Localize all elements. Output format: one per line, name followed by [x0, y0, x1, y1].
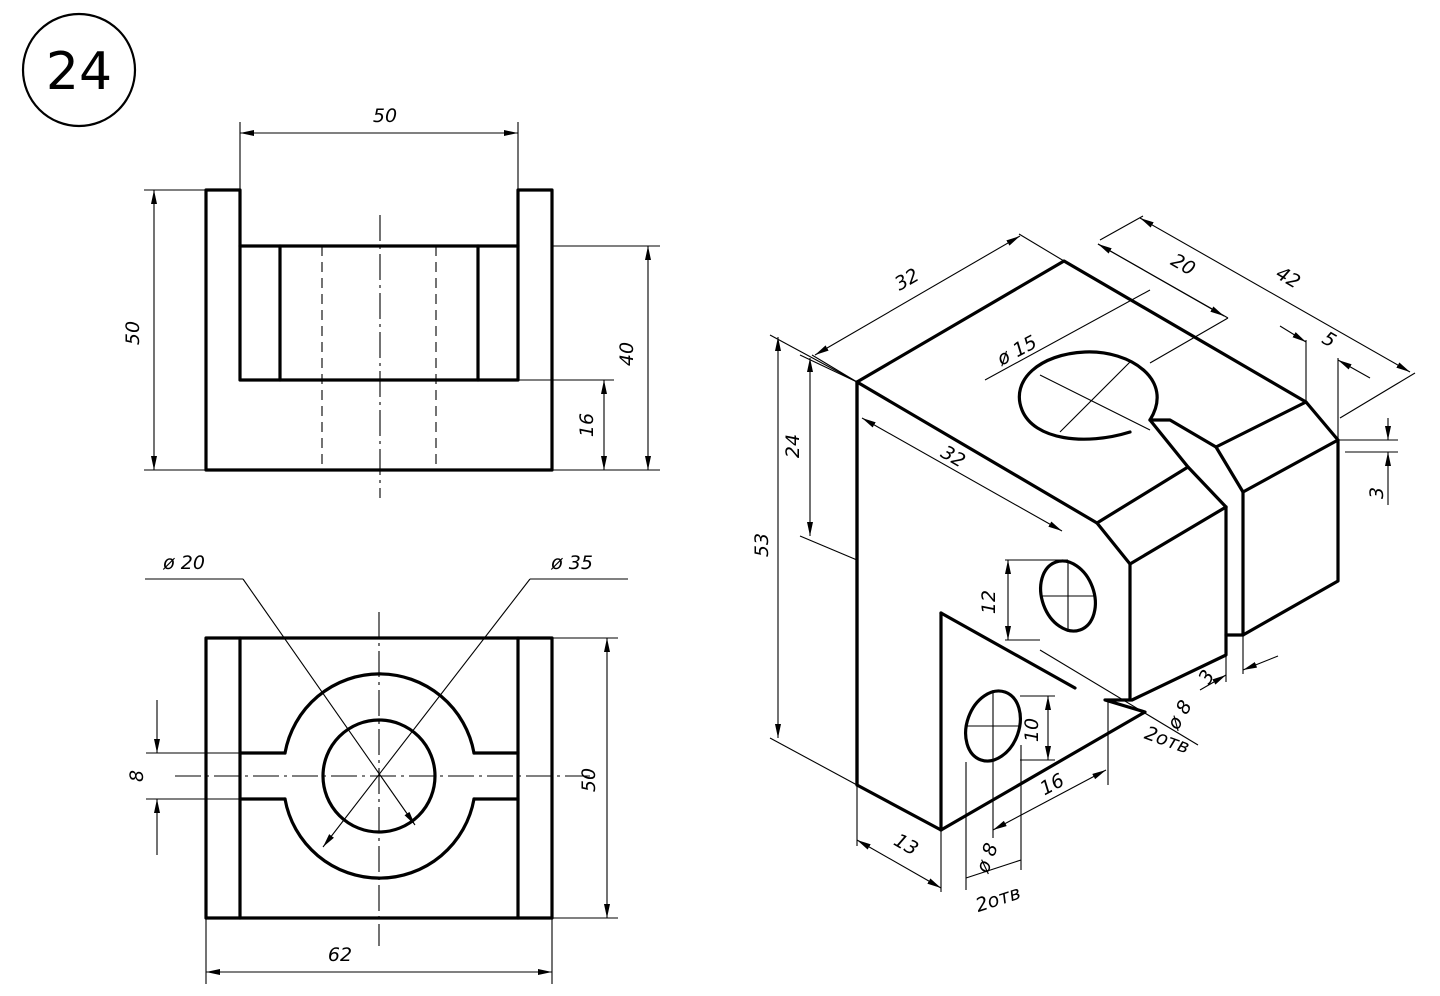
dim-iso-base-width: 13 [890, 829, 922, 860]
dim-iso-total-length: 42 [1272, 262, 1304, 293]
dim-iso-hole-spacing: 12 [978, 590, 1000, 614]
dim-iso-slot-gap: 3 [1194, 666, 1219, 687]
dim-top-depth: 50 [578, 768, 600, 792]
dim-iso-total-height: 53 [751, 533, 773, 557]
dim-iso-base-hole-count: 2отв [973, 882, 1024, 917]
dim-iso-chamfer-height: 3 [1366, 487, 1388, 499]
dim-top-groove: 8 [126, 770, 148, 782]
sheet-number: 24 [46, 42, 112, 102]
dim-iso-top-hole: ø 15 [993, 331, 1041, 371]
dim-front-width: 50 [373, 105, 397, 127]
dim-top-length: 62 [328, 944, 352, 966]
front-view: 50 50 40 16 [122, 105, 660, 498]
iso-view: 32 20 42 5 3 ø 15 24 32 [751, 215, 1416, 917]
dim-front-slot-height: 40 [616, 342, 638, 366]
dim-top-inner-dia: ø 20 [162, 552, 205, 574]
dim-iso-base-hole: ø 8 [972, 840, 1003, 876]
dim-iso-block-height: 24 [782, 434, 804, 458]
dim-iso-hole-spacing-low: 10 [1021, 718, 1043, 742]
dim-top-outer-dia: ø 35 [550, 552, 593, 574]
dim-front-base-height: 16 [576, 413, 598, 437]
dim-iso-chamfer: 5 [1318, 327, 1339, 352]
top-view: ø 20 ø 35 8 50 62 [126, 552, 628, 984]
dim-front-height: 50 [122, 321, 144, 345]
dim-iso-hole-offset: 20 [1167, 249, 1199, 280]
dim-iso-top-depth: 32 [891, 264, 923, 295]
sheet-number-badge: 24 [21, 12, 137, 128]
